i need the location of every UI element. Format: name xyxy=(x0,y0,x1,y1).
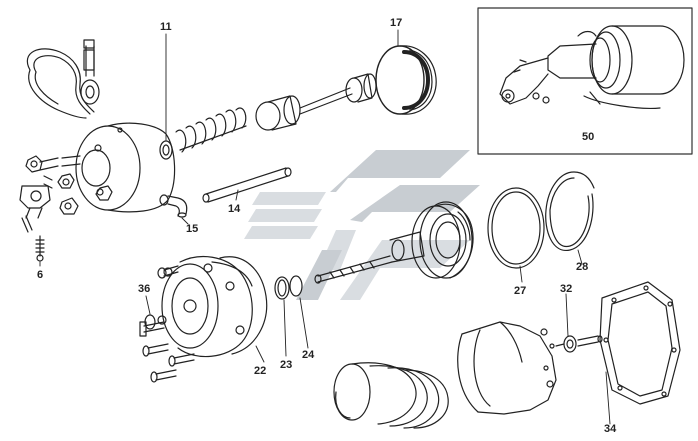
sleeve xyxy=(255,95,301,131)
ring-23 xyxy=(274,276,290,300)
part-label-23: 23 xyxy=(280,359,293,371)
spring-11 xyxy=(159,107,247,160)
piston-assembly xyxy=(389,201,474,279)
part-label-17: 17 xyxy=(390,17,403,29)
part-label-34: 34 xyxy=(604,423,617,435)
piston-rod xyxy=(299,73,377,115)
assembled-unit-inset xyxy=(477,7,693,155)
watermark-logo xyxy=(244,150,480,300)
leader-lines xyxy=(39,29,611,425)
fasteners-left xyxy=(19,155,113,262)
washer-32 xyxy=(555,335,603,353)
piston-ring-27 xyxy=(487,187,545,269)
piston-ring-28 xyxy=(545,171,595,251)
part-label-15: 15 xyxy=(186,223,199,235)
rod-14 xyxy=(202,167,292,203)
gasket-ring-22 xyxy=(219,256,268,355)
elbow-fitting-15 xyxy=(159,194,188,218)
rear-housing xyxy=(457,321,557,415)
part-label-6: 6 xyxy=(37,269,44,281)
tie-rod xyxy=(314,255,393,284)
diaphragm-17 xyxy=(375,45,437,115)
part-label-11: 11 xyxy=(160,21,172,33)
clamp-band xyxy=(26,39,100,119)
part-label-24: 24 xyxy=(302,349,315,361)
front-cover xyxy=(161,255,253,358)
part-label-14: 14 xyxy=(228,203,241,215)
ring-24 xyxy=(289,275,303,297)
part-label-50: 50 xyxy=(582,131,595,143)
main-housing xyxy=(75,122,176,213)
cover-bolts xyxy=(139,265,195,383)
part-label-28: 28 xyxy=(576,261,589,273)
part-label-36: 36 xyxy=(138,283,151,295)
plug-36 xyxy=(144,314,167,330)
return-spring xyxy=(333,362,449,429)
part-label-27: 27 xyxy=(514,285,527,297)
part-label-22: 22 xyxy=(254,365,267,377)
cover-plate-34 xyxy=(599,281,681,405)
part-label-32: 32 xyxy=(560,283,573,295)
